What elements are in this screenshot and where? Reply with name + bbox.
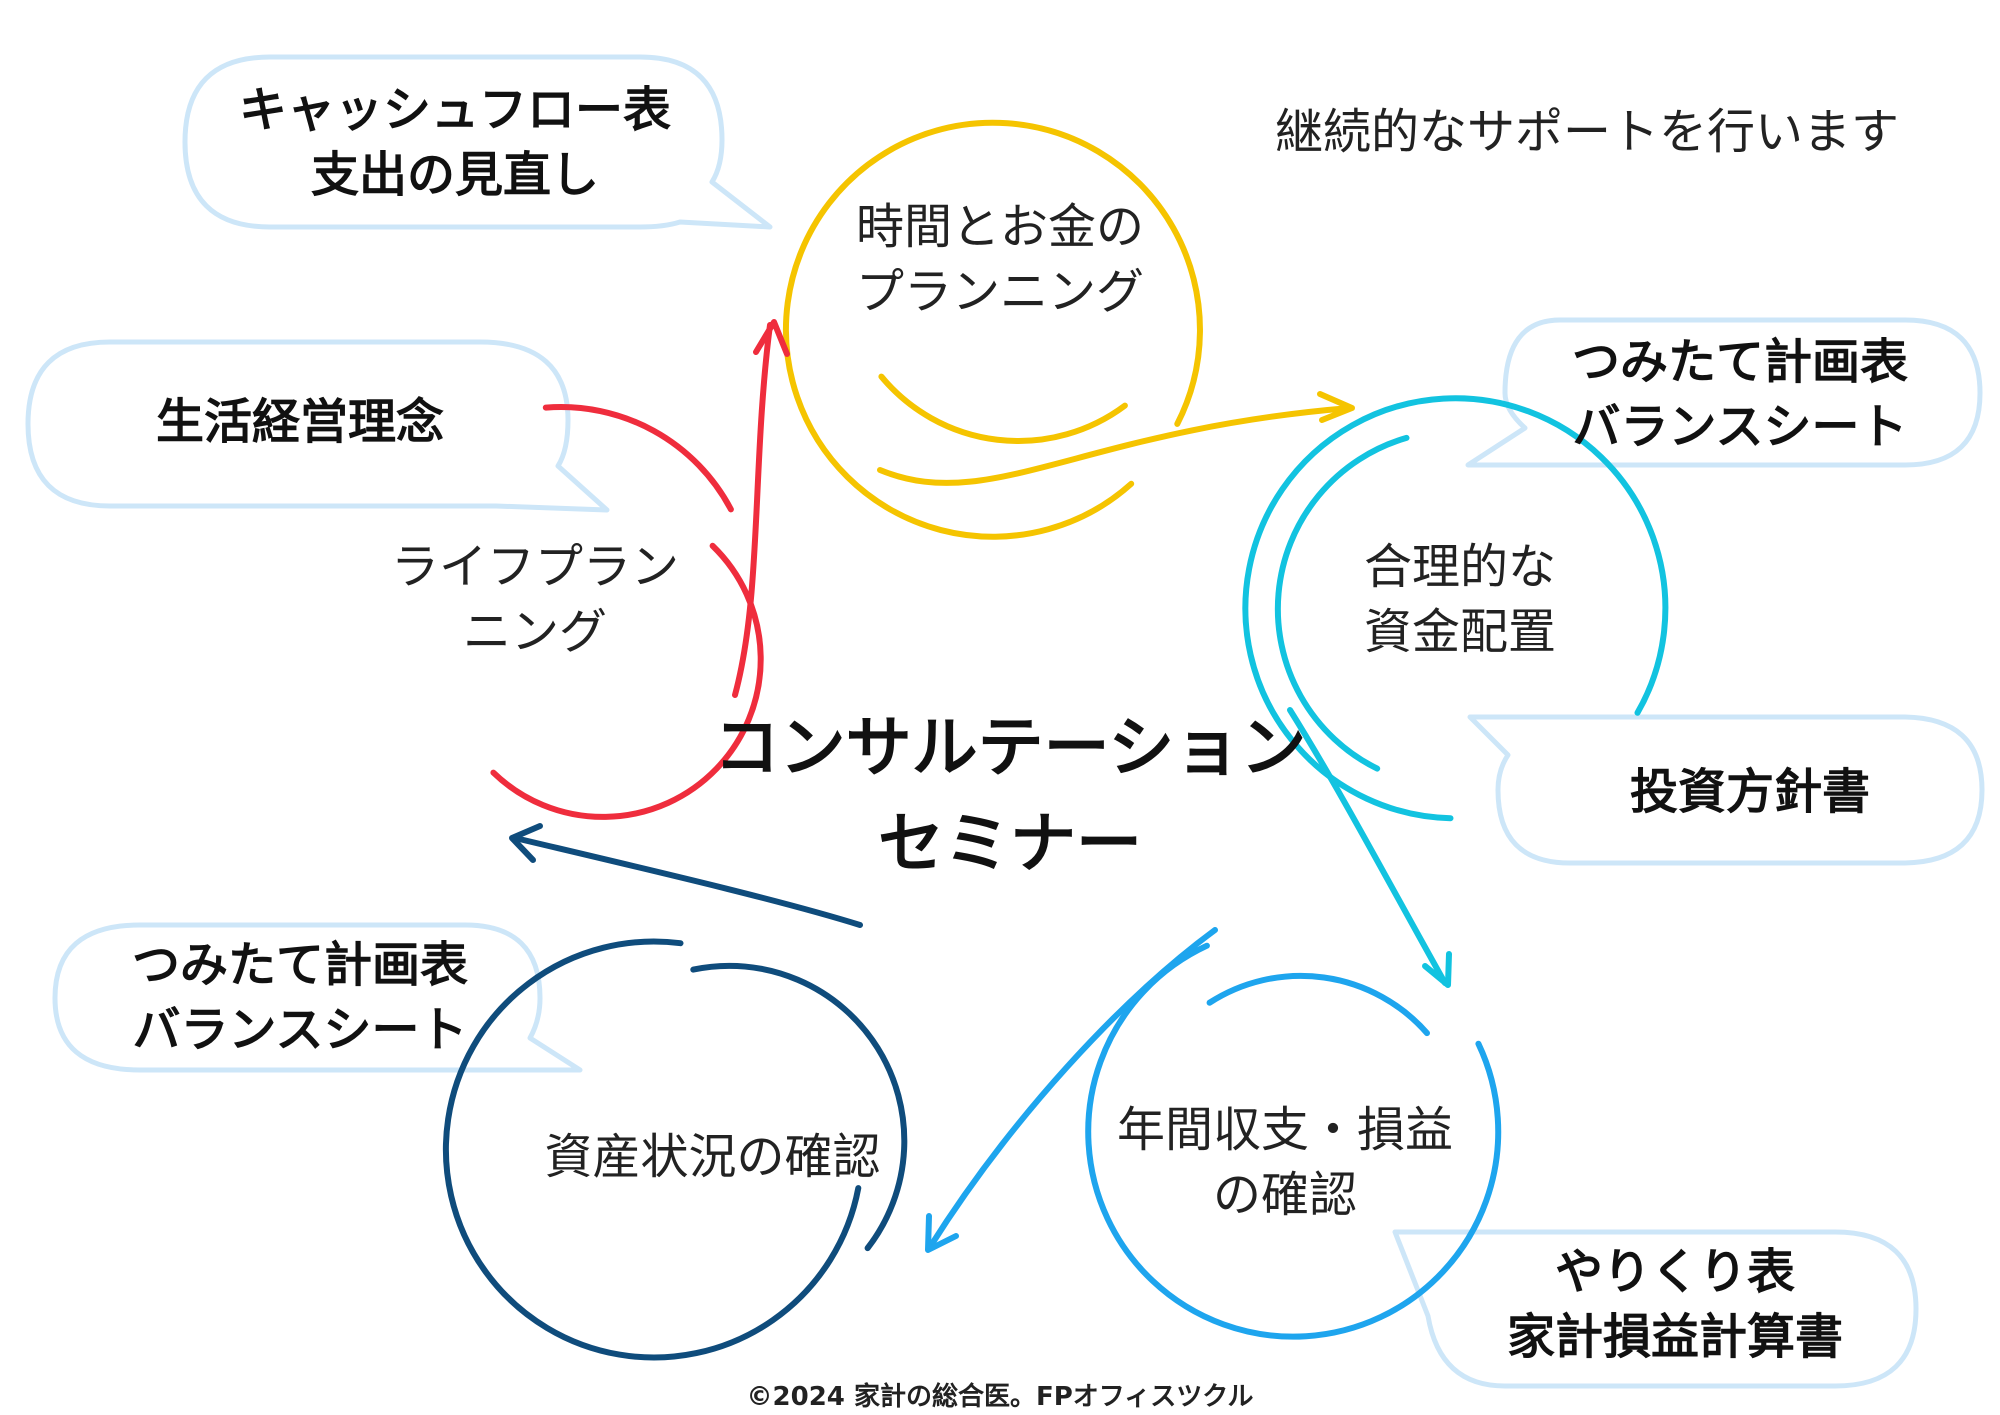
bubble-philosophy <box>25 339 610 513</box>
circle-label-life: ライフプラン ニング <box>390 539 679 660</box>
arrow-income-to-assets <box>927 927 1218 1250</box>
footer-copyright: ©2024 家計の総合医。FPオフィスツクル <box>746 1382 1254 1412</box>
circle-planning <box>782 119 1203 540</box>
bubble-budget <box>1392 1229 1919 1389</box>
arrow-planning-to-allocation <box>877 405 1353 486</box>
arrow-assets-to-life-head <box>509 823 543 863</box>
bubble-label-philosophy: 生活経営理念 <box>155 394 444 450</box>
bubble-plan-right <box>1465 317 1983 468</box>
circle-income <box>1085 942 1502 1340</box>
speech-bubbles <box>25 54 1985 1389</box>
flow-arrows <box>509 319 1452 1253</box>
bubble-cashflow <box>182 54 773 230</box>
arrow-planning-to-allocation-head <box>1317 391 1355 423</box>
bubble-label-plan-left: つみたて計画表 バランスシート <box>131 937 468 1058</box>
circle-label-assets: 資産状況の確認 <box>544 1129 881 1185</box>
bubble-label-cashflow: キャッシュフロー表 支出の見直し <box>238 82 671 203</box>
arrow-income-to-assets-head <box>925 1213 959 1253</box>
arrow-life-to-planning-head <box>753 319 790 357</box>
circle-allocation <box>1242 395 1669 822</box>
bubble-label-policy: 投資方針書 <box>1629 764 1870 820</box>
bubble-label-budget: やりくり表 家計損益計算書 <box>1506 1244 1843 1365</box>
arrow-life-to-planning <box>732 322 773 698</box>
circle-label-income: 年間収支・損益 の確認 <box>1116 1102 1453 1223</box>
arrow-assets-to-life <box>512 835 863 928</box>
center-title: コンサルテーション セミナー <box>713 709 1307 882</box>
arrow-allocation-to-income <box>1287 707 1448 986</box>
circle-assets <box>442 938 908 1361</box>
circle-label-allocation: 合理的な 資金配置 <box>1363 539 1556 660</box>
subtitle: 継続的なサポートを行います <box>1275 104 1900 160</box>
bubble-label-plan-right: つみたて計画表 バランスシート <box>1571 334 1908 455</box>
arrow-allocation-to-income-head <box>1422 951 1452 988</box>
circle-label-planning: 時間とお金の プランニング <box>855 199 1144 320</box>
bubble-policy <box>1467 714 1985 866</box>
bubble-plan-left <box>52 922 583 1073</box>
